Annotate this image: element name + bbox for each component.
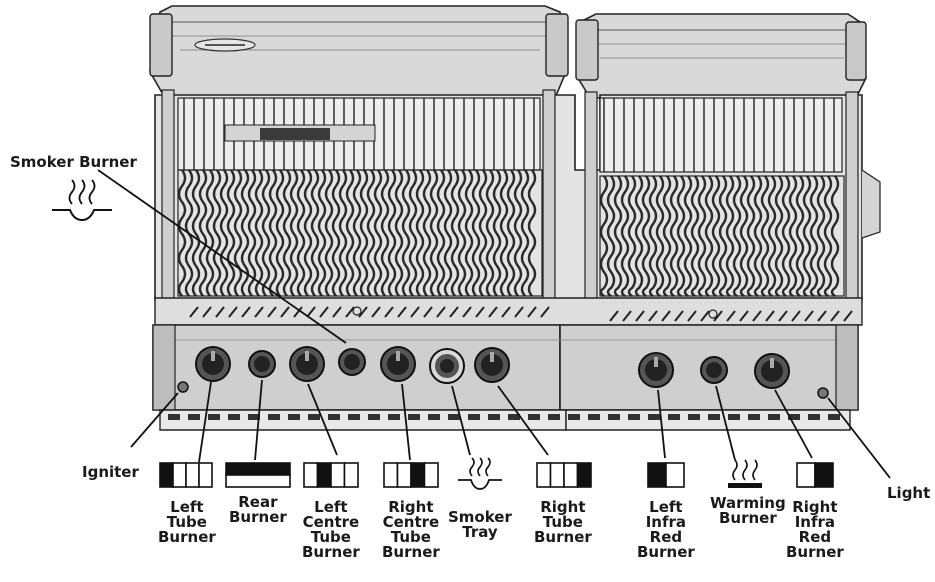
control-label-line: Warming [710, 494, 786, 512]
rear-burner-knob[interactable] [248, 350, 276, 378]
control-label-line: Centre [382, 513, 440, 531]
control-label-line: Burner [158, 528, 216, 546]
right-centre-tube-burner-icon [383, 462, 439, 488]
left-cooking-grates [177, 169, 543, 297]
igniter-button[interactable] [177, 381, 189, 393]
left-infrared-burner-icon [647, 462, 685, 488]
control-label-line: Right [792, 498, 838, 516]
control-label-line: Burner [637, 543, 695, 561]
control-label-line: Burner [229, 508, 287, 526]
control-label-line: Centre [302, 513, 360, 531]
warming-burner-knob[interactable] [700, 356, 728, 384]
right-front-vents [609, 310, 853, 322]
left-infrared-burner-knob[interactable] [638, 352, 674, 388]
right-tube-burner-icon [536, 462, 592, 488]
control-label-line: Right [388, 498, 434, 516]
control-label-line: Left [649, 498, 683, 516]
control-label-line: Tube [166, 513, 207, 531]
front-fascia [154, 297, 863, 326]
left-centre-tube-burner-knob[interactable] [289, 346, 325, 382]
control-label-line: Burner [534, 528, 592, 546]
rear-burner-icon [225, 462, 291, 488]
left-front-vents [189, 306, 550, 318]
right-warming-rack [599, 97, 843, 173]
control-label-line: Infra [645, 513, 687, 531]
smoker-tray-knob[interactable] [429, 348, 465, 384]
igniter-label: Igniter [82, 463, 139, 481]
control-label-line: Burner [718, 509, 777, 527]
left-tube-burner-knob[interactable] [195, 346, 231, 382]
leader-lines [97, 169, 891, 479]
control-label-line: Left [314, 498, 348, 516]
control-label-line: Tube [310, 528, 351, 546]
left-tube-burner-icon [159, 462, 213, 488]
right-infrared-burner-knob[interactable] [754, 353, 790, 389]
control-label-line: Right [540, 498, 586, 516]
control-label-line: Burner [382, 543, 440, 561]
smoker-tray-icon [458, 457, 502, 490]
control-label-line: Tube [542, 513, 583, 531]
right-tube-burner-knob[interactable] [474, 347, 510, 383]
control-label-line: Red [649, 528, 683, 546]
control-label-line: Smoker [448, 508, 512, 526]
light-label: Light [887, 484, 931, 502]
control-label-line: Burner [302, 543, 360, 561]
control-label-line: Rear [238, 493, 278, 511]
control-label-line: Red [798, 528, 832, 546]
warming-burner-icon [728, 459, 762, 488]
left-drawer-strip [159, 409, 567, 431]
control-label-line: Tray [462, 523, 498, 541]
right-centre-tube-burner-knob[interactable] [380, 346, 416, 382]
right-grill-lid [575, 13, 867, 99]
control-label-line: Infra [794, 513, 836, 531]
smoker-burner-label: Smoker Burner [10, 153, 137, 171]
control-label-line: Tube [390, 528, 431, 546]
control-label-line: Left [170, 498, 204, 516]
smoker-burner-icon [52, 179, 112, 222]
control-label-line: Burner [786, 543, 844, 561]
left-grill-lid [149, 5, 569, 99]
right-infrared-burner-icon [796, 462, 834, 488]
light-button[interactable] [817, 387, 829, 399]
smoker-burner-knob[interactable] [338, 348, 366, 376]
left-centre-tube-burner-icon [303, 462, 359, 488]
right-cooking-grates [599, 175, 845, 297]
